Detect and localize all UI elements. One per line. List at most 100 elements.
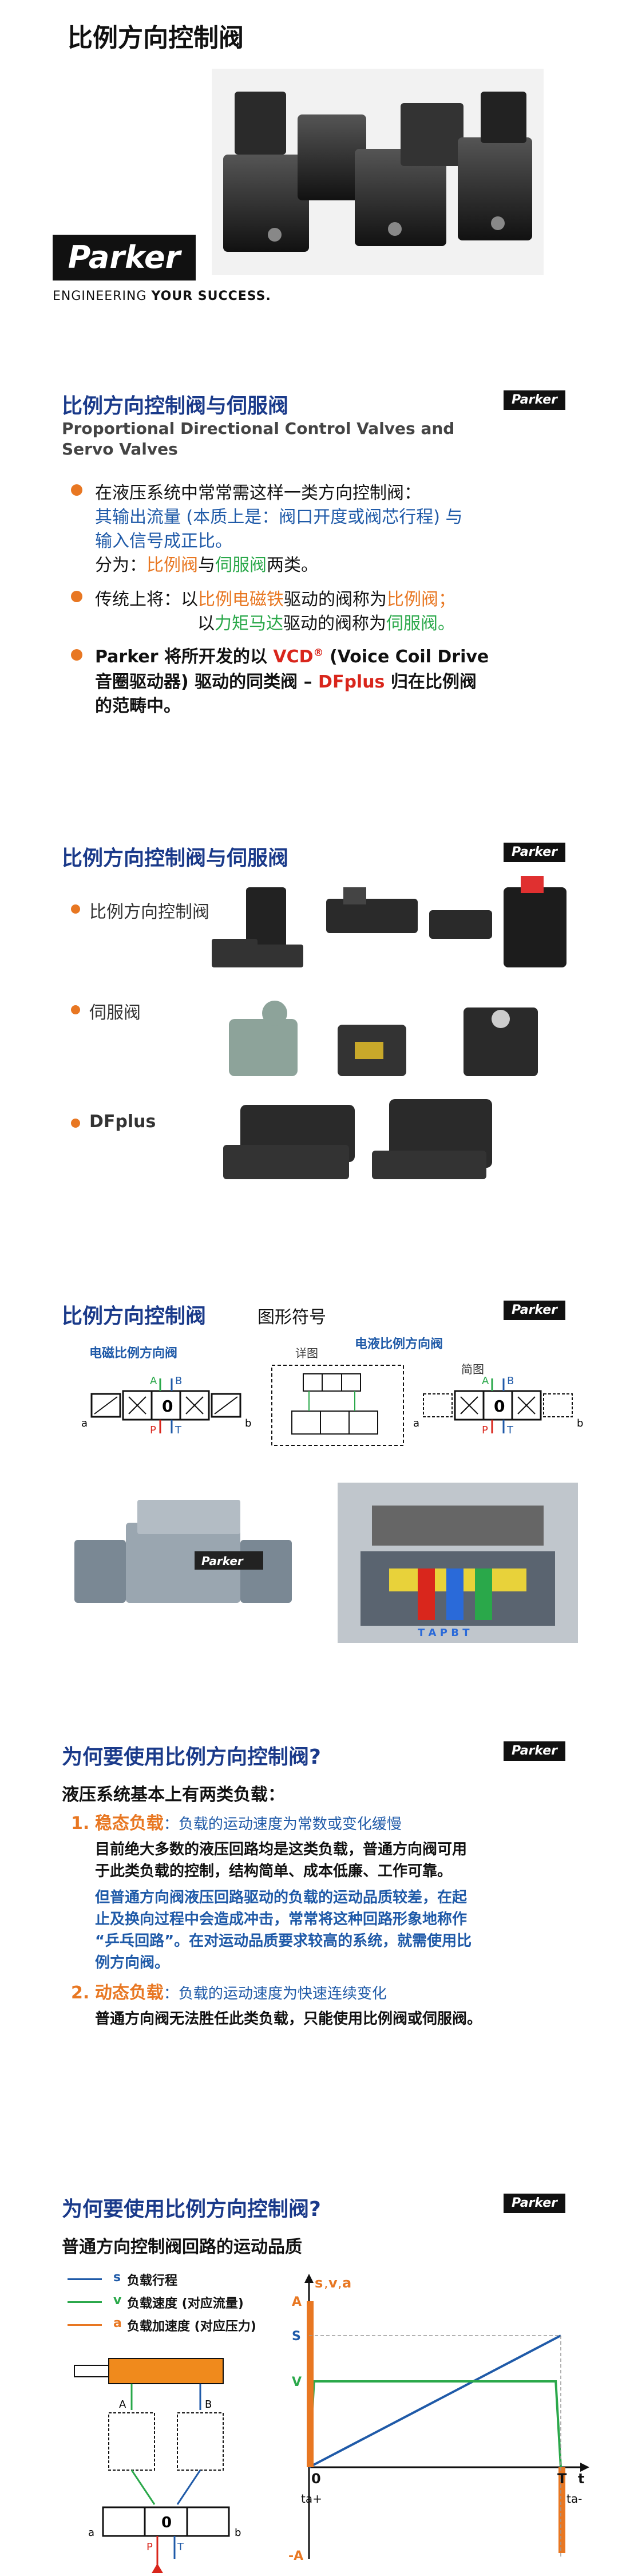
b2-line2: 以力矩马达驱动的阀称为伺服阀。 bbox=[197, 609, 455, 634]
heading-steady: 1. 稳态负载：负载的运动速度为常数或变化缓慢 bbox=[71, 1809, 402, 1834]
parker-logo: Parker bbox=[504, 2194, 565, 2213]
legend-swatch bbox=[68, 2278, 102, 2280]
b3-l1sup: ® bbox=[313, 647, 324, 659]
b3-l1c: (Voice Coil Drive bbox=[323, 647, 489, 667]
legend-text: 负载速度 (对应流量) bbox=[127, 2297, 244, 2311]
b3-line2: 音圈驱动器) 驱动的同类阀 – DFplus 归在比例阀 bbox=[95, 667, 477, 693]
y-title-s: s bbox=[315, 2275, 323, 2291]
b1-line2: 其输出流量 (本质上是：阀口开度或阀芯行程) 与 bbox=[95, 507, 463, 527]
sym-P: P bbox=[482, 1424, 488, 1436]
legend-sym: s bbox=[113, 2270, 121, 2285]
slide-subtitle-1: Proportional Directional Control Valves … bbox=[62, 419, 455, 438]
sym-b: b bbox=[245, 1417, 251, 1429]
legend-swatch bbox=[68, 2301, 102, 2303]
intro: 液压系统基本上有两类负载： bbox=[62, 1785, 285, 1805]
b1-line3: 输入信号成正比。 bbox=[95, 531, 232, 551]
cover-title: 比例方向控制阀 bbox=[68, 23, 244, 53]
b1-l4c: 与 bbox=[198, 555, 215, 575]
sym-P: P bbox=[150, 1424, 156, 1436]
symbol-solenoid-prop: 0 A B P T a b bbox=[81, 1375, 251, 1436]
valves-photo bbox=[212, 69, 544, 275]
tagline-prefix: ENGINEERING bbox=[53, 289, 152, 303]
sym-A: A bbox=[482, 1375, 489, 1387]
b3-l1b: VCD bbox=[273, 647, 314, 667]
tagline-suffix: YOUR SUCCESS. bbox=[151, 289, 271, 303]
b1-l4a: 分为： bbox=[95, 555, 146, 575]
circuit-A: A bbox=[119, 2399, 126, 2411]
b3-l2a: 音圈驱动器) 驱动的同类阀 – bbox=[95, 672, 319, 692]
series-s-line bbox=[308, 2334, 561, 2468]
b2-l1d: 比例阀； bbox=[387, 590, 455, 610]
slide-title-2: 图形符号 bbox=[258, 1307, 326, 1327]
h1-name: 稳态负载 bbox=[94, 1814, 164, 1834]
b2-l2d: 伺服阀。 bbox=[386, 614, 455, 634]
legend-swatch bbox=[68, 2324, 102, 2326]
sym-T: T bbox=[175, 1424, 182, 1436]
p2-line2: 止及换向过程中会造成冲击，常常将这种回路形象地称作 bbox=[95, 1911, 468, 1928]
label-simple: 简图 bbox=[461, 1362, 484, 1376]
b2-l1c: 驱动的阀称为 bbox=[284, 590, 387, 610]
slide-motion-quality: 为何要使用比例方向控制阀? Parker 普通方向控制阀回路的运动品质 s 负载… bbox=[0, 2164, 618, 2576]
valve-brand: Parker bbox=[201, 1554, 244, 1568]
b3-line3: 的范畴中。 bbox=[95, 696, 181, 716]
parker-logo: Parker bbox=[53, 235, 196, 280]
label-ta-plus: ta+ bbox=[301, 2492, 322, 2506]
proportional-valves-photo bbox=[212, 876, 566, 967]
slide-title: 为何要使用比例方向控制阀? bbox=[62, 2198, 321, 2221]
y-tick-S: S bbox=[292, 2329, 301, 2344]
y-tick-A: A bbox=[292, 2295, 302, 2309]
y-title-sep: , bbox=[324, 2275, 328, 2291]
sym-zero: 0 bbox=[494, 1397, 505, 1416]
y-axis-arrow bbox=[304, 2274, 314, 2283]
b3-l1a: Parker 将所开发的以 bbox=[95, 647, 274, 667]
tagline: ENGINEERING YOUR SUCCESS. bbox=[53, 289, 271, 303]
b2-l1a: 传统上将：以 bbox=[95, 590, 198, 610]
y-title-v: v bbox=[328, 2275, 338, 2291]
b2-l2c: 驱动的阀称为 bbox=[283, 614, 386, 634]
bullet-dot bbox=[71, 1119, 80, 1128]
legend-text: 负载加速度 (对应压力) bbox=[127, 2320, 256, 2334]
h2-num: 2. bbox=[71, 1983, 90, 2003]
sym-zero: 0 bbox=[162, 1397, 173, 1416]
label-solenoid-prop: 电磁比例方向阀 bbox=[89, 1346, 178, 1361]
slide-loads: 为何要使用比例方向控制阀? Parker 液压系统基本上有两类负载： 1. 稳态… bbox=[0, 1723, 618, 2124]
h1-num: 1. bbox=[71, 1814, 90, 1834]
label-detail: 详图 bbox=[295, 1346, 318, 1360]
label-electro-hydraulic: 电液比例方向阀 bbox=[355, 1337, 443, 1352]
symbol-detail bbox=[271, 1365, 404, 1446]
b3-l2c: 归在比例阀 bbox=[385, 672, 477, 692]
p2-line1: 但普通方向阀液压回路驱动的负载的运动品质较差，在起 bbox=[95, 1889, 468, 1906]
legend-sym: a bbox=[113, 2316, 122, 2330]
y-tick-negA: -A bbox=[288, 2549, 303, 2563]
legend-sym: v bbox=[113, 2293, 122, 2308]
parker-logo: Parker bbox=[504, 390, 565, 410]
y-tick-V: V bbox=[292, 2375, 302, 2389]
x-axis-arrow bbox=[580, 2463, 589, 2472]
legend-text: 负载行程 bbox=[127, 2274, 178, 2288]
p2-line4: 例方向阀。 bbox=[95, 1954, 170, 1971]
series-a-end-pulse bbox=[558, 2467, 565, 2553]
x-title: t bbox=[578, 2471, 584, 2487]
bullet-dot bbox=[71, 591, 82, 602]
b3-l2b: DFplus bbox=[318, 672, 385, 692]
bullet-dot bbox=[71, 1005, 80, 1014]
b1-line1: 在液压系统中常常需这样一类方向控制阀： bbox=[95, 483, 421, 503]
servo-valves-photo bbox=[229, 1001, 538, 1076]
slide-intro: 比例方向控制阀与伺服阀 Parker Proportional Directio… bbox=[0, 343, 618, 859]
series-v-line bbox=[308, 2380, 562, 2468]
parker-logo: Parker bbox=[504, 1741, 565, 1761]
sym-b: b bbox=[577, 1417, 583, 1429]
circuit-B: B bbox=[205, 2399, 212, 2411]
symbol-electro-hydraulic: 0 A B P T a b bbox=[413, 1375, 583, 1436]
slide-cover: 比例方向控制阀 Parker ENGINEERING YOUR SUCCESS. bbox=[0, 0, 618, 309]
b1-line4: 分为：比例阀与伺服阀两类。 bbox=[95, 551, 318, 576]
valve-cutaway: T A P B T bbox=[338, 1483, 578, 1643]
p1-line1: 目前绝大多数的液压回路均是这类负载，普通方向阀可用 bbox=[95, 1841, 468, 1858]
bullet-dot bbox=[71, 649, 82, 661]
slide-title: 比例方向控制阀与伺服阀 bbox=[62, 394, 289, 418]
x-tick-T: T bbox=[557, 2471, 567, 2487]
p2-line3: “乒乓回路”。在对运动品质要求较高的系统，就需使用比 bbox=[95, 1933, 472, 1950]
sym-A: A bbox=[150, 1375, 157, 1387]
